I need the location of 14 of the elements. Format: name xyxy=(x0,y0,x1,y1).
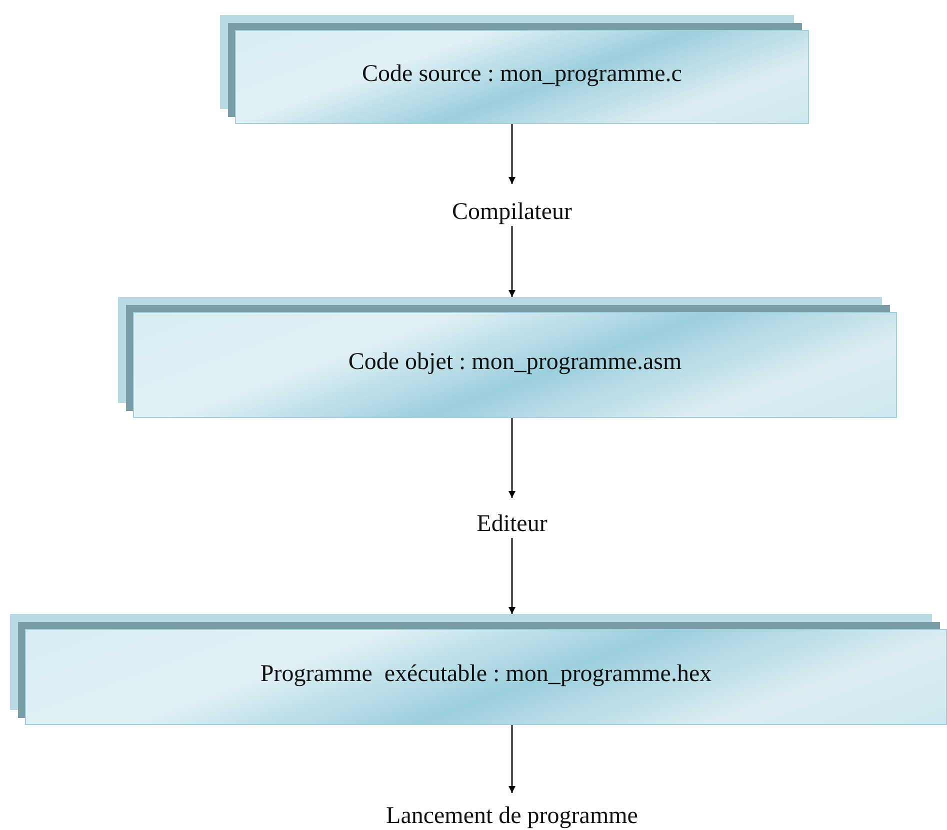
box-label: Code objet : mon_programme.asm xyxy=(348,348,682,376)
arrow xyxy=(508,226,516,297)
process-box xyxy=(220,15,809,124)
arrow xyxy=(508,418,516,498)
arrow xyxy=(508,124,516,184)
box-label: Code source : mon_programme.c xyxy=(362,60,682,88)
arrow xyxy=(508,725,516,793)
step-label: Compilateur xyxy=(412,184,612,226)
step-label: Lancement de programme xyxy=(342,793,682,830)
box-label: Programme exécutable : mon_programme.hex xyxy=(260,660,712,688)
arrow xyxy=(508,538,516,614)
process-box xyxy=(10,614,947,725)
process-box xyxy=(118,297,897,418)
step-label: Editeur xyxy=(432,498,592,538)
